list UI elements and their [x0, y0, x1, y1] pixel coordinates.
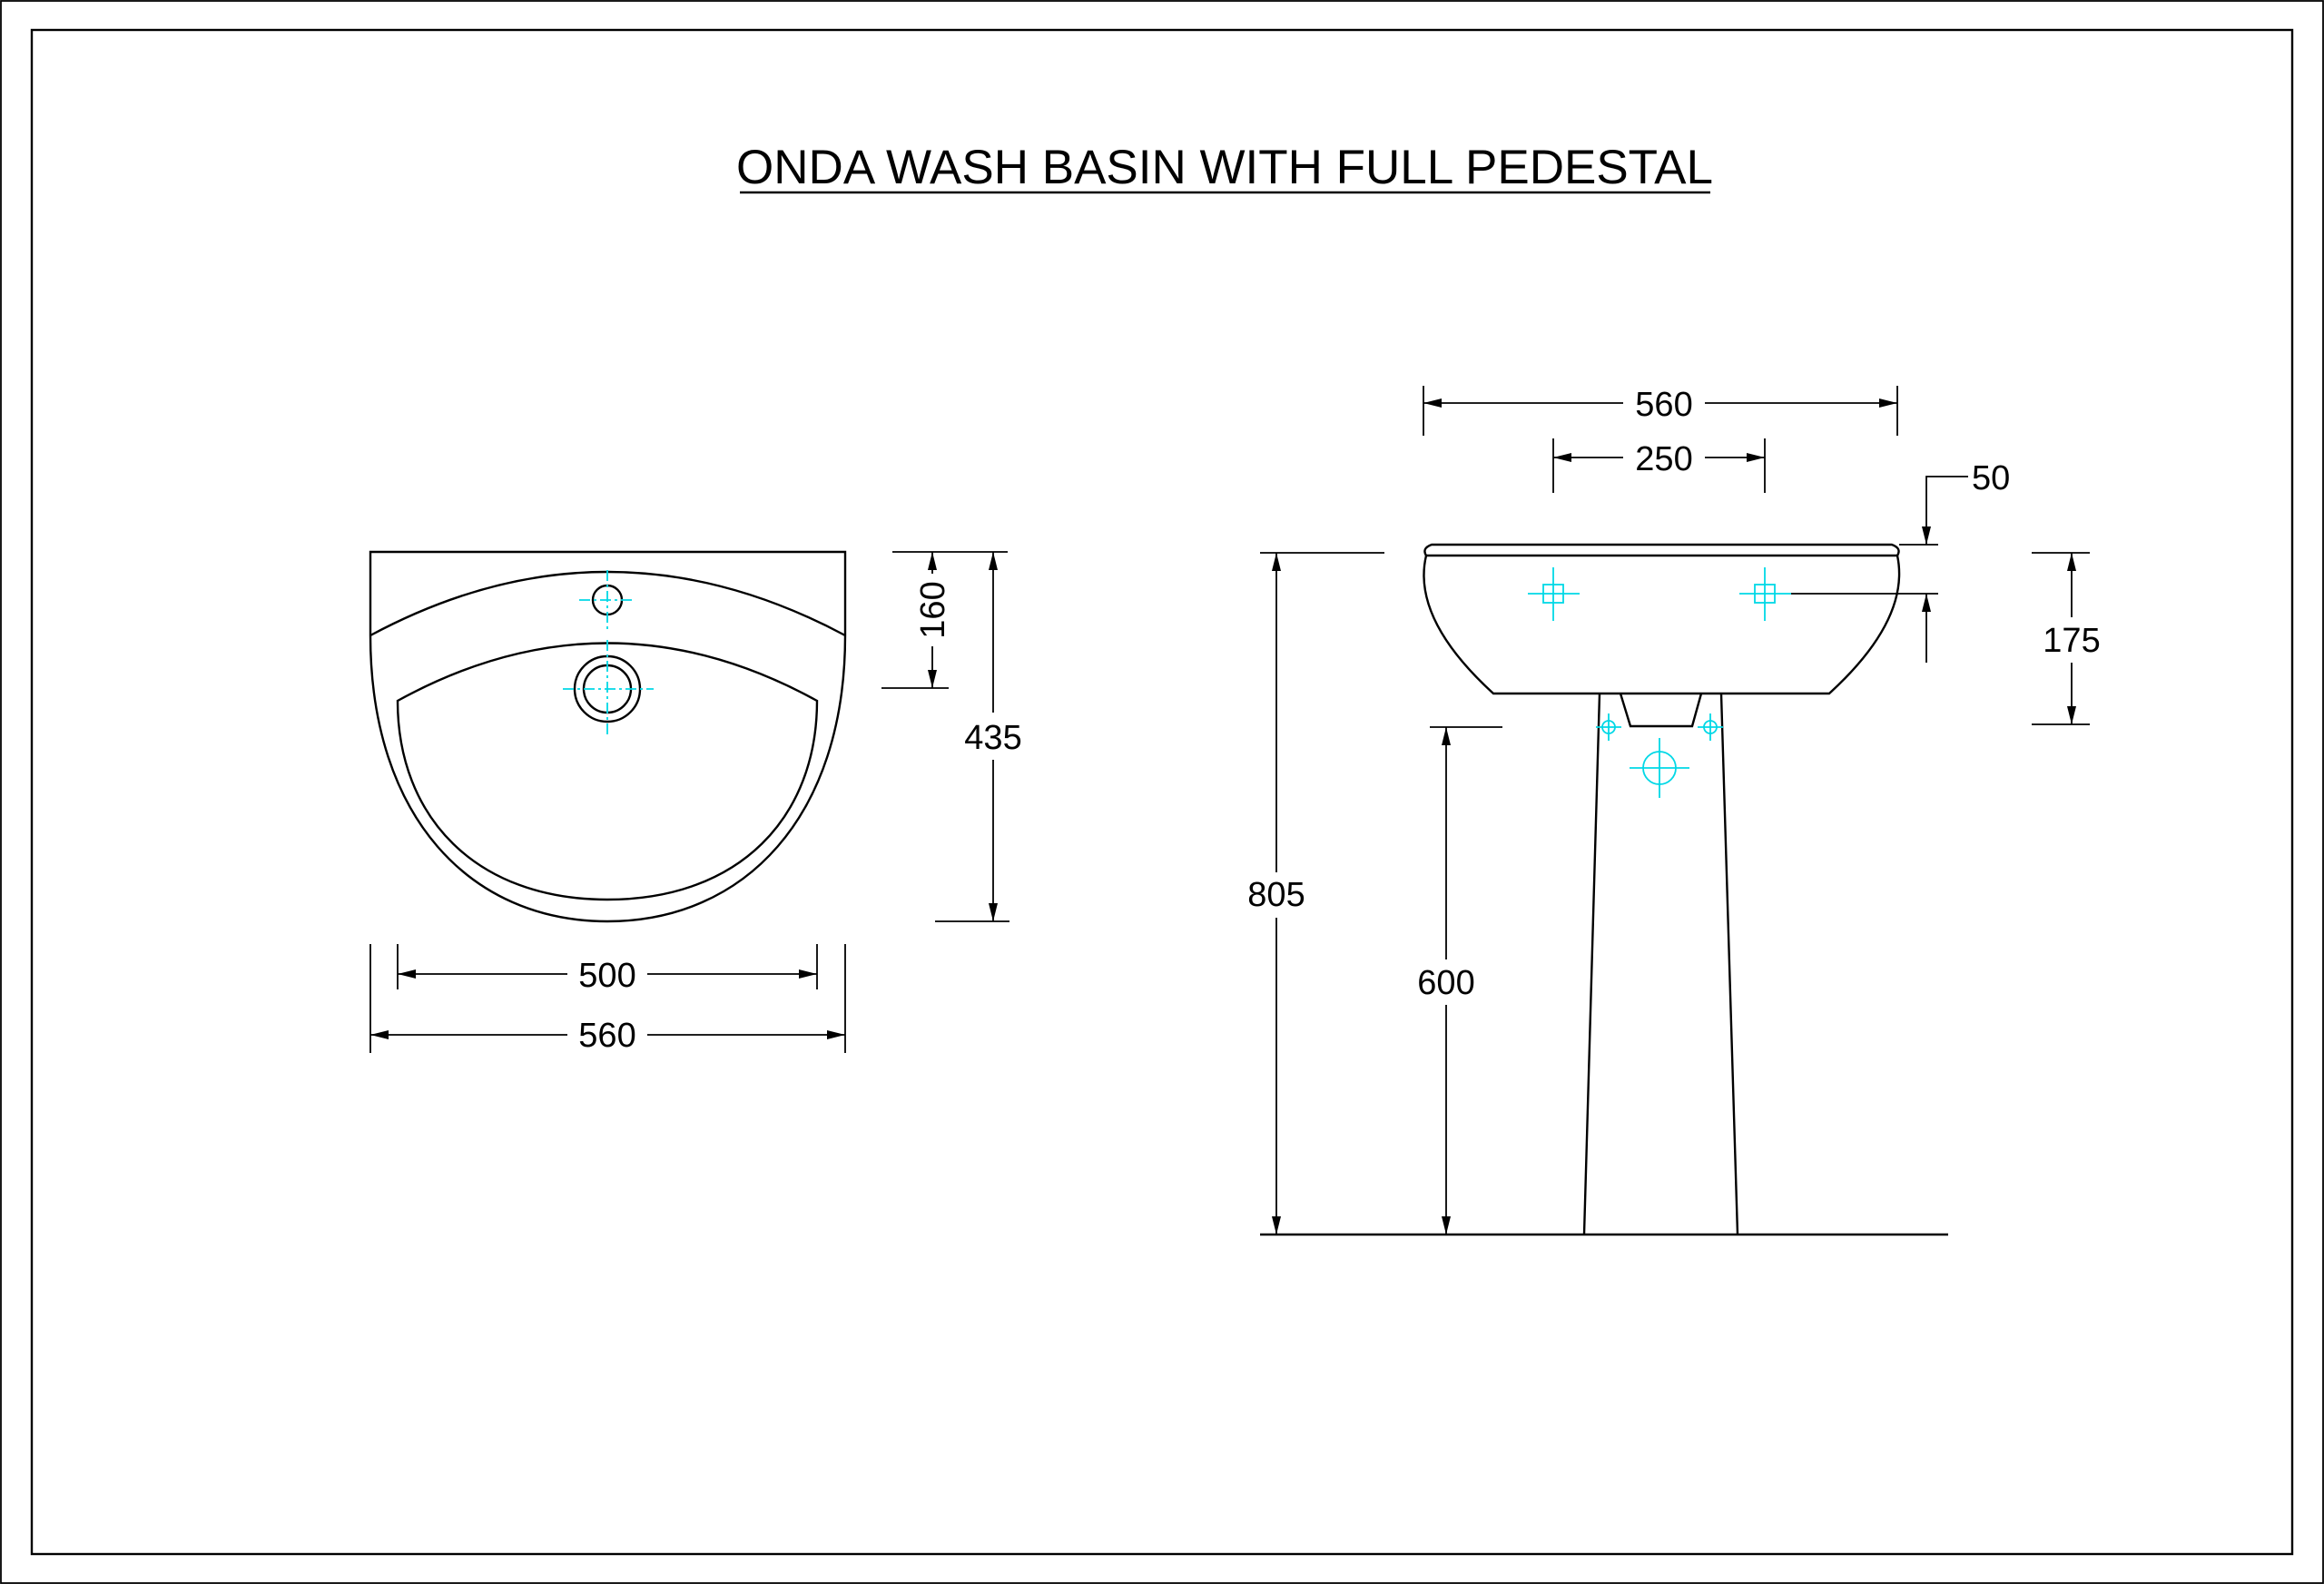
fixing-marker-right: [1698, 713, 1723, 741]
basin-rim: [1423, 543, 1900, 557]
dim-f560-label: 560: [1635, 386, 1692, 424]
leader-50-arrow-top: [1922, 526, 1931, 545]
dim-160-label: 160: [914, 581, 952, 638]
dim-250-arrow-left: [1553, 453, 1571, 462]
dim-560-arrow-left: [370, 1030, 389, 1039]
front-tap-marker-left: [1528, 567, 1580, 621]
pedestal-notch: [1619, 693, 1703, 728]
basin-outline-top: [369, 550, 847, 923]
bowl-outline-top: [396, 642, 819, 901]
dim-560-arrow-right: [827, 1030, 845, 1039]
dim-600-arrow-bottom: [1442, 1216, 1451, 1235]
dim-175-label: 175: [2043, 622, 2100, 660]
leader-50-top: [1925, 476, 1968, 545]
dim-250-arrow-right: [1747, 453, 1765, 462]
basin-body-front: [1423, 555, 1901, 695]
dim-805-label: 805: [1247, 876, 1305, 914]
dim-600-label: 600: [1417, 964, 1474, 1002]
dim-560-label: 560: [578, 1017, 635, 1055]
dim-805-arrow-top: [1272, 553, 1281, 571]
pedestal-outline: [1582, 693, 1739, 1235]
front-view: 560 250 50 175 805: [1242, 381, 2105, 1236]
deck-arc: [369, 570, 846, 637]
dim-500-arrow-right: [799, 969, 817, 979]
fixing-marker-left: [1596, 713, 1621, 741]
dim-f560-arrow-right: [1879, 398, 1897, 408]
dim-f560-arrow-left: [1423, 398, 1442, 408]
dim-435-arrow-bottom: [989, 903, 998, 921]
dim-175-arrow-top: [2067, 553, 2076, 571]
dim-805-arrow-bottom: [1272, 1216, 1281, 1235]
top-view: 160 435 500 560: [369, 550, 1028, 1056]
dim-175-arrow-bottom: [2067, 706, 2076, 724]
inner-border: [30, 28, 2294, 1556]
waste-marker-front: [1630, 738, 1689, 798]
dim-500-arrow-left: [398, 969, 416, 979]
leader-50-arrow-bottom: [1922, 594, 1931, 612]
drawing-title: ONDA WASH BASIN WITH FULL PEDESTAL: [736, 141, 1713, 194]
dim-160-arrow-top: [928, 552, 937, 570]
dim-435-arrow-top: [989, 552, 998, 570]
dim-160-arrow-bottom: [928, 670, 937, 688]
dim-600-arrow-top: [1442, 727, 1451, 745]
front-tap-marker-right: [1739, 567, 1791, 621]
dim-500-label: 500: [578, 957, 635, 995]
dim-50-label: 50: [1972, 459, 2010, 497]
dim-435-label: 435: [964, 719, 1021, 757]
dim-250-label: 250: [1635, 440, 1692, 478]
